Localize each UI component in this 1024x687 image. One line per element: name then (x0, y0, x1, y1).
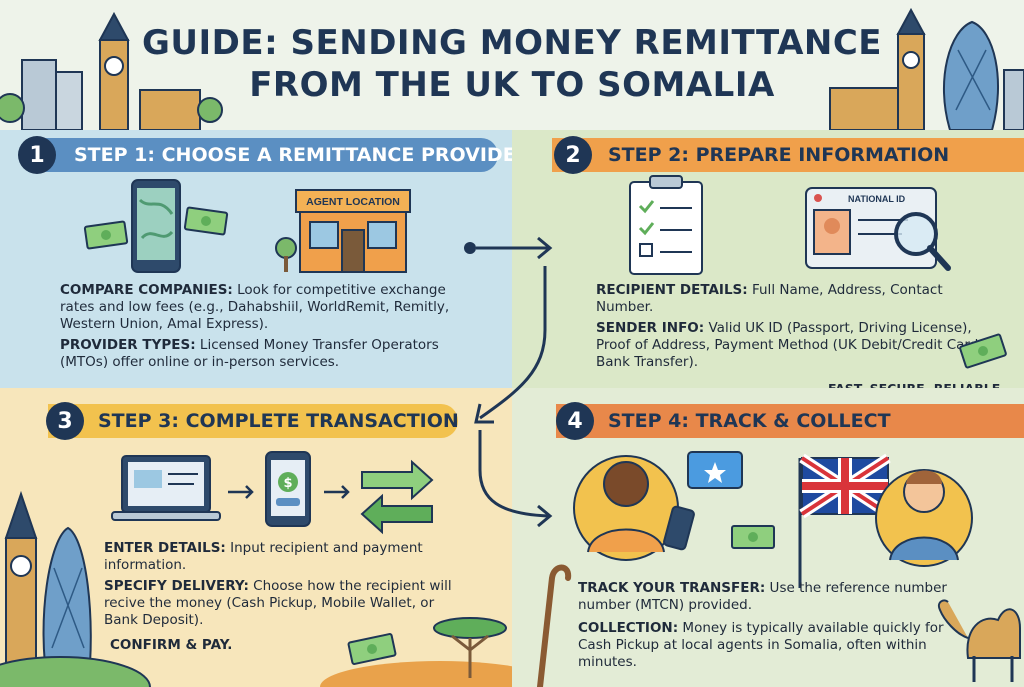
sender-info-label: SENDER INFO: (596, 320, 705, 336)
step-4-panel: STEP 4: TRACK & COLLECT 4 (512, 388, 1024, 687)
step-2-illustration: NATIONAL ID (629, 175, 951, 275)
big-ben-icon (896, 7, 926, 131)
track-transfer-text: Use the reference number number (MTCN) p… (578, 580, 947, 613)
cash-note-icon (731, 525, 775, 549)
step-2-panel: STEP 2: PREPARE INFORMATION 2 NATIONAL I… (512, 130, 1024, 396)
confirm-pay-label: CONFIRM & PAY. (110, 637, 233, 653)
cash-note-icon (183, 206, 229, 236)
gherkin-tower-icon (943, 20, 999, 131)
step-1-heading: STEP 1: CHOOSE A REMITTANCE PROVIDER (74, 144, 531, 166)
smartphone-map-icon (131, 179, 181, 273)
enter-details-label: ENTER DETAILS: (104, 540, 226, 556)
track-transfer-label: TRACK YOUR TRANSFER: (578, 580, 766, 596)
step-1-banner: STEP 1: CHOOSE A REMITTANCE PROVIDER (28, 138, 530, 172)
collection-label: COLLECTION: (578, 620, 679, 636)
national-id-label: NATIONAL ID (848, 194, 906, 204)
agent-location-sign: AGENT LOCATION (306, 196, 400, 208)
enter-details-text: Input recipient and payment information. (104, 540, 423, 573)
exchange-arrows-icon (360, 459, 434, 535)
specify-delivery-label: SPECIFY DELIVERY: (104, 578, 249, 594)
step-2-banner: STEP 2: PREPARE INFORMATION (552, 138, 1024, 172)
cash-note-icon (347, 633, 397, 665)
provider-types-text: Licensed Money Transfer Operators (MTOs)… (60, 337, 439, 370)
somali-flag-icon (687, 451, 743, 489)
provider-types-label: PROVIDER TYPES: (60, 337, 196, 353)
step-2-heading: STEP 2: PREPARE INFORMATION (608, 144, 950, 166)
step-2-cash (959, 333, 1007, 369)
step-4-banner: STEP 4: TRACK & COLLECT (556, 404, 1024, 438)
svg-text:$: $ (283, 476, 292, 491)
step-2-number: 2 (554, 136, 592, 174)
step-1-illustration: AGENT LOCATION (83, 179, 411, 273)
checklist-icon (629, 175, 703, 275)
gherkin-tower-icon (42, 526, 92, 687)
step-4-illustration (537, 451, 1021, 687)
step-3-panel: STEP 3: COMPLETE TRANSACTION 3 $ (0, 388, 560, 687)
step-4-text: TRACK YOUR TRANSFER: Use the reference n… (578, 580, 968, 675)
specify-delivery-text: Choose how the recipient will recive the… (104, 578, 452, 628)
page-title: GUIDE: SENDING MONEY REMITTANCE FROM THE… (0, 22, 1024, 106)
laptop-icon (111, 455, 221, 521)
step-3-number: 3 (46, 402, 84, 440)
step-1-number: 1 (18, 136, 56, 174)
compare-label: COMPARE COMPANIES: (60, 282, 233, 298)
step-3-illustration: $ (0, 451, 560, 687)
big-ben-icon (98, 11, 130, 131)
title-line-2: FROM THE UK TO SOMALIA (249, 65, 775, 105)
collection-text: Money is typically available quickly for… (578, 620, 944, 670)
cash-note-icon (959, 333, 1007, 369)
uk-flag-icon (798, 453, 891, 588)
camel-icon (938, 599, 1021, 682)
magnifier-icon (894, 212, 951, 271)
step-1-text: COMPARE COMPANIES: Look for competitive … (60, 282, 480, 375)
compare-text: Look for competitive exchange rates and … (60, 282, 450, 332)
sender-info-text: Valid UK ID (Passport, Driving License),… (596, 320, 983, 370)
step-3-text: ENTER DETAILS: Input recipient and payme… (104, 540, 454, 658)
agent-shop-icon (295, 189, 411, 273)
recipient-details-label: RECIPIENT DETAILS: (596, 282, 748, 298)
cash-note-icon (83, 220, 129, 250)
title-line-1: GUIDE: SENDING MONEY REMITTANCE (141, 23, 883, 63)
step-3-heading: STEP 3: COMPLETE TRANSACTION (98, 410, 459, 432)
step-2-text: RECIPIENT DETAILS: Full Name, Address, C… (596, 282, 986, 375)
acacia-tree-icon (433, 617, 507, 678)
title-skyline (0, 0, 1024, 131)
phone-dollar-icon: $ (265, 451, 311, 527)
step-3-banner: STEP 3: COMPLETE TRANSACTION (48, 404, 459, 438)
step-4-heading: STEP 4: TRACK & COLLECT (608, 410, 891, 432)
recipient-details-text: Full Name, Address, Contact Number. (596, 282, 943, 315)
step-1-panel: STEP 1: CHOOSE A REMITTANCE PROVIDER 1 A… (0, 130, 530, 388)
step-4-number: 4 (556, 402, 594, 440)
